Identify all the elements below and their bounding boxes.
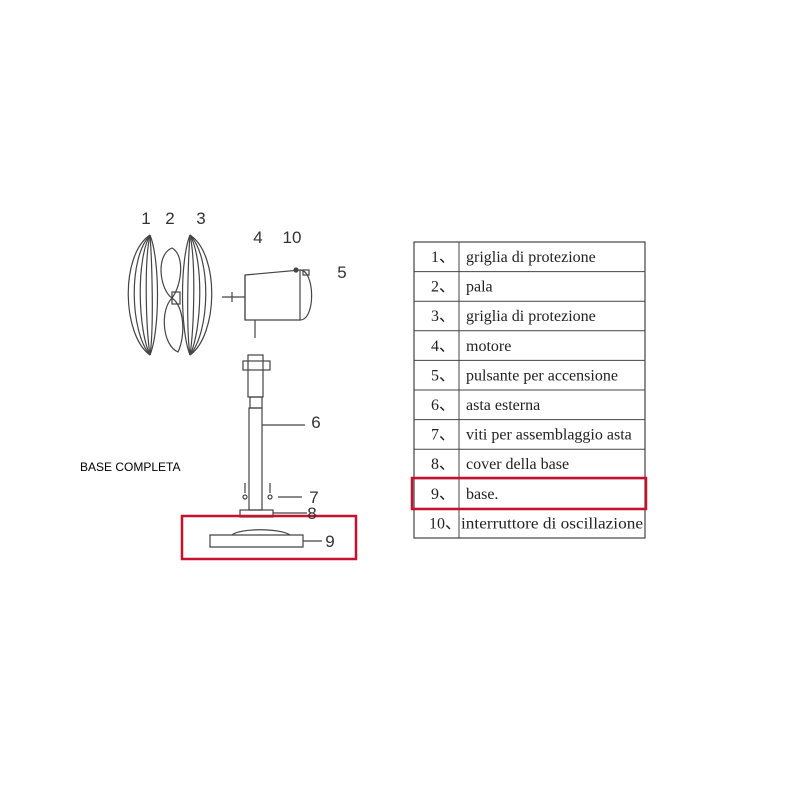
pole-drawing: [242, 354, 305, 511]
callout-1: 1: [141, 209, 150, 228]
base-drawing: [209, 529, 322, 548]
part-number: 3、: [431, 308, 455, 325]
row-highlight-box: [410, 476, 648, 511]
part-name: asta esterna: [466, 397, 540, 414]
callout-2: 2: [165, 209, 174, 228]
callout-3: 3: [196, 209, 205, 228]
part-name: pala: [466, 279, 493, 296]
part-number: 1、: [431, 249, 455, 266]
table-row: 6、 asta esterna: [414, 389, 645, 414]
part-name: motore: [466, 338, 511, 355]
parts-table: 1、 griglia di protezione 2、 pala 3、 griglia d…: [413, 241, 646, 539]
blade-drawing: [160, 247, 184, 353]
table-row: 5、 pulsante per accensione: [414, 359, 645, 384]
callout-5: 5: [337, 263, 346, 282]
part-number: 10、: [429, 515, 461, 532]
callout-6: 6: [311, 413, 320, 432]
rear-grille-drawing: [181, 234, 213, 356]
part-name: pulsante per accensione: [466, 367, 618, 384]
callout-4: 4: [253, 228, 262, 247]
part-name: cover della base: [466, 456, 569, 473]
base-highlight-box: [180, 514, 358, 561]
part-number: 9、: [431, 486, 455, 503]
table-row: 4、 motore: [414, 330, 645, 355]
callout-7: 7: [309, 488, 318, 507]
part-name: viti per assemblaggio asta: [466, 427, 632, 444]
callout-9: 9: [325, 532, 334, 551]
table-row: 1、 griglia di protezione: [431, 249, 596, 266]
part-name: interruttore di oscillazione: [461, 515, 643, 532]
callout-10: 10: [283, 228, 302, 247]
table-row: 2、 pala: [414, 271, 645, 296]
callout-8: 8: [307, 504, 316, 523]
table-row: 7、 viti per assemblaggio asta: [414, 419, 645, 444]
part-number: 4、: [431, 338, 455, 355]
front-grille-drawing: [127, 234, 159, 356]
part-number: 8、: [431, 456, 455, 473]
part-number: 5、: [431, 367, 455, 384]
table-row: 9、 base.: [414, 478, 645, 503]
screws-drawing: [242, 483, 302, 500]
table-row: 8、 cover della base: [414, 448, 645, 473]
caption-base-completa: BASE COMPLETA: [80, 460, 180, 474]
table-row: 3、 griglia di protezione: [414, 300, 645, 325]
part-name: base.: [466, 486, 498, 503]
motor-drawing: [222, 267, 313, 338]
part-number: 6、: [431, 397, 455, 414]
part-name: griglia di protezione: [466, 308, 596, 325]
part-number: 7、: [431, 427, 455, 444]
part-name: griglia di protezione: [466, 249, 596, 266]
table-row: 10、interruttore di oscillazione: [414, 507, 645, 532]
part-number: 2、: [431, 279, 455, 296]
